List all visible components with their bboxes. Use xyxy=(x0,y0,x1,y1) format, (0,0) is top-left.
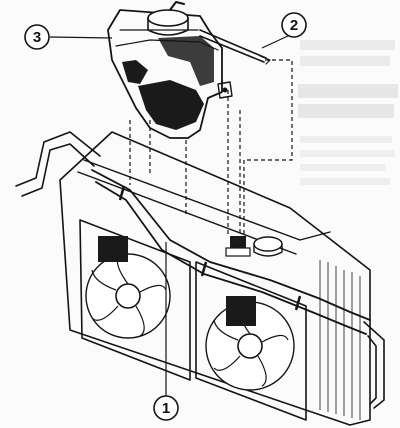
leader-lines xyxy=(49,34,291,398)
hose-icon xyxy=(15,131,385,409)
cooling-fan-icon xyxy=(85,236,295,391)
reservoir-tank-icon xyxy=(107,1,233,139)
overflow-hose-icon xyxy=(199,29,271,65)
guide-lines xyxy=(129,59,293,235)
radiator-icon xyxy=(59,131,371,426)
callout-3-number: 3 xyxy=(33,29,41,46)
callout-1-number: 1 xyxy=(162,400,170,417)
bleed-through-text xyxy=(298,40,398,185)
callout-1: 1 xyxy=(153,395,179,421)
fan-shroud xyxy=(79,219,307,421)
callout-3: 3 xyxy=(24,24,50,50)
callout-2: 2 xyxy=(281,12,307,38)
callout-2-number: 2 xyxy=(290,17,298,34)
